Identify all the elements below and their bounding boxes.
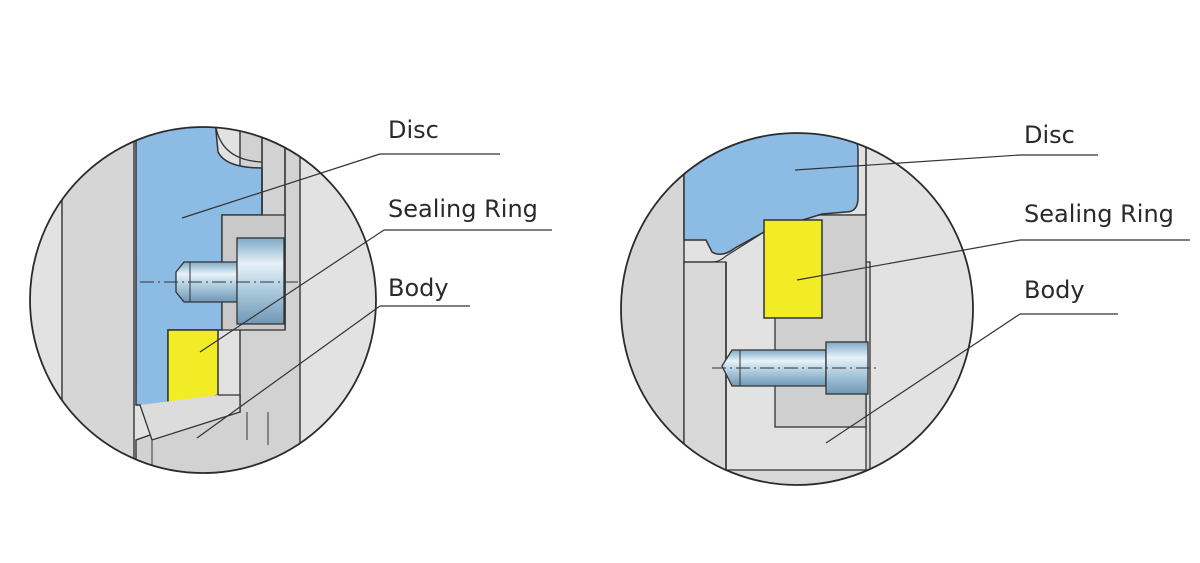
right-disc-lip	[684, 231, 765, 263]
left-body-label: Body	[388, 274, 449, 302]
left-body-leader	[196, 305, 381, 439]
right-sealing-ring-leader	[796, 239, 1021, 281]
left-body-wall	[61, 127, 135, 473]
right-sealing-ring	[763, 219, 823, 319]
left-detail-view	[29, 126, 377, 474]
right-body-leader	[825, 313, 1021, 444]
left-disc-label: Disc	[388, 116, 439, 144]
left-disc-leader	[181, 153, 381, 219]
left-sealing-ring-leader	[199, 229, 385, 353]
right-bolt	[712, 341, 880, 395]
right-detail-view	[620, 132, 974, 486]
left-seat-taper	[139, 394, 241, 441]
right-disc-label: Disc	[1024, 121, 1075, 149]
left-sealing-ring-label: Sealing Ring	[388, 195, 538, 223]
right-sealing-ring-label: Sealing Ring	[1024, 200, 1174, 228]
right-body-label: Body	[1024, 276, 1085, 304]
left-callouts: Disc Sealing Ring Body	[181, 116, 552, 439]
right-disc-leader	[794, 154, 1021, 171]
left-bolt	[140, 237, 300, 325]
right-callouts: Disc Sealing Ring Body	[794, 121, 1190, 444]
